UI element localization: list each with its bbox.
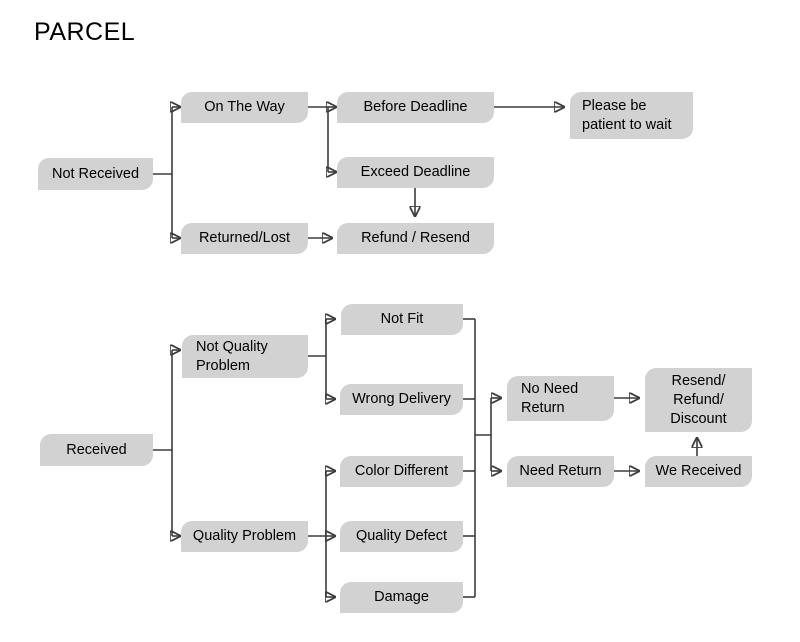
node-exceed-deadline[interactable]: Exceed Deadline [337, 157, 494, 188]
edge-not-received-trunk [153, 107, 173, 175]
node-quality-problem[interactable]: Quality Problem [181, 521, 308, 552]
node-received[interactable]: Received [40, 434, 153, 466]
node-resend-refund-discount[interactable]: Resend/ Refund/ Discount [645, 368, 752, 432]
node-refund-resend[interactable]: Refund / Resend [337, 223, 494, 254]
node-on-the-way[interactable]: On The Way [181, 92, 308, 123]
node-color-different[interactable]: Color Different [340, 456, 463, 487]
node-returned-lost[interactable]: Returned/Lost [181, 223, 308, 254]
node-need-return[interactable]: Need Return [507, 456, 614, 487]
edge-not-quality-trunk [308, 319, 327, 357]
node-no-need-return[interactable]: No Need Return [507, 376, 614, 421]
node-quality-defect[interactable]: Quality Defect [340, 521, 463, 552]
edge-quality-trunk [308, 471, 327, 537]
node-before-deadline[interactable]: Before Deadline [337, 92, 494, 123]
node-please-be-patient-to-wait[interactable]: Please be patient to wait [570, 92, 693, 139]
node-damage[interactable]: Damage [340, 582, 463, 613]
page-title: PARCEL [34, 18, 136, 46]
node-not-quality-problem[interactable]: Not Quality Problem [182, 335, 308, 378]
node-we-received[interactable]: We Received [645, 456, 752, 487]
node-wrong-delivery[interactable]: Wrong Delivery [340, 384, 463, 415]
edge-on-the-way-trunk [308, 106, 329, 172]
edge-bus-to-decision [475, 398, 492, 436]
node-not-received[interactable]: Not Received [38, 158, 153, 190]
edge-received-trunk [153, 350, 173, 451]
node-not-fit[interactable]: Not Fit [341, 304, 463, 335]
